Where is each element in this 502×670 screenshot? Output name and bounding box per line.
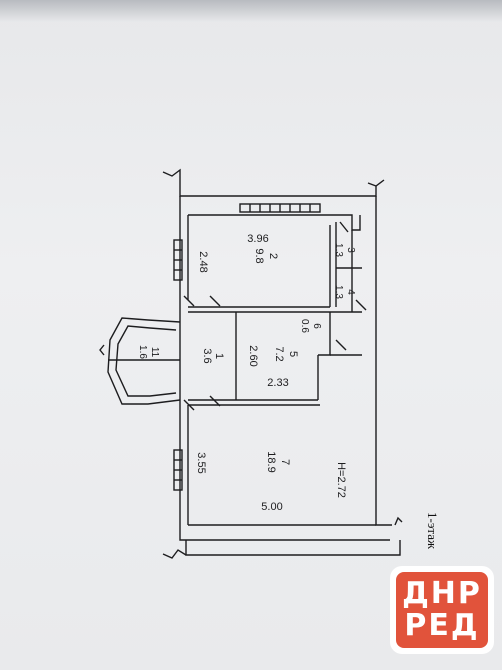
dim-d3: 2.60 (247, 345, 259, 366)
dim-d1: 3.96 (247, 233, 268, 245)
bay-entrance (99, 317, 181, 405)
room-4-label: 4 1.3 (333, 285, 356, 299)
top-shadow (0, 0, 502, 22)
watermark-logo: ДНР РЕД (392, 568, 492, 652)
outer-walls (162, 168, 403, 559)
room-3-number: 3 (345, 247, 356, 253)
dim-d6: 5.00 (261, 501, 282, 513)
room-1-label: 1 3.6 (201, 348, 225, 363)
room-6-area: 0.6 (299, 319, 310, 333)
ceiling-height: H=2.72 (335, 462, 347, 498)
room-1-area: 3.6 (201, 348, 213, 363)
room-5-label: 5 7.2 (273, 346, 299, 361)
room-2-label: 2 9.8 (253, 248, 279, 263)
room-7-area: 18.9 (265, 451, 277, 472)
dim-d5: 3.55 (195, 452, 207, 473)
room-11-area: 1.6 (137, 345, 148, 359)
window-top (239, 203, 321, 213)
dimension-ticks (183, 221, 367, 411)
room-11-label: 11 1.6 (137, 345, 160, 359)
room-5-number: 5 (287, 351, 299, 357)
room-4-number: 4 (345, 289, 356, 295)
room-7-number: 7 (279, 459, 291, 465)
room-3-label: 3 1.3 (333, 243, 356, 257)
room-4-area: 1.3 (333, 285, 344, 299)
room-7-label: 7 18.9 (265, 451, 291, 472)
room-3-area: 1.3 (333, 243, 344, 257)
room-2-area: 9.8 (253, 248, 265, 263)
room-6-number: 6 (311, 323, 322, 329)
floor-label: 1-этаж (425, 512, 440, 550)
room-2-number: 2 (267, 253, 279, 259)
dimension-labels: 3.96 2.48 2.60 2.33 3.55 5.00 H=2.72 (195, 233, 347, 513)
room-5-area: 7.2 (273, 346, 285, 361)
room-11-number: 11 (149, 347, 160, 358)
room-1-number: 1 (213, 353, 225, 359)
dim-d2: 2.48 (197, 251, 209, 272)
logo-line-1: ДНР (402, 576, 482, 611)
window-left-lower (173, 449, 183, 491)
dim-d4: 2.33 (267, 377, 288, 389)
logo-badge: ДНР РЕД (396, 572, 488, 648)
window-left-upper (173, 239, 183, 281)
room-6-label: 6 0.6 (299, 319, 322, 333)
inner-walls (187, 214, 376, 526)
logo-line-2: РЕД (404, 608, 480, 643)
